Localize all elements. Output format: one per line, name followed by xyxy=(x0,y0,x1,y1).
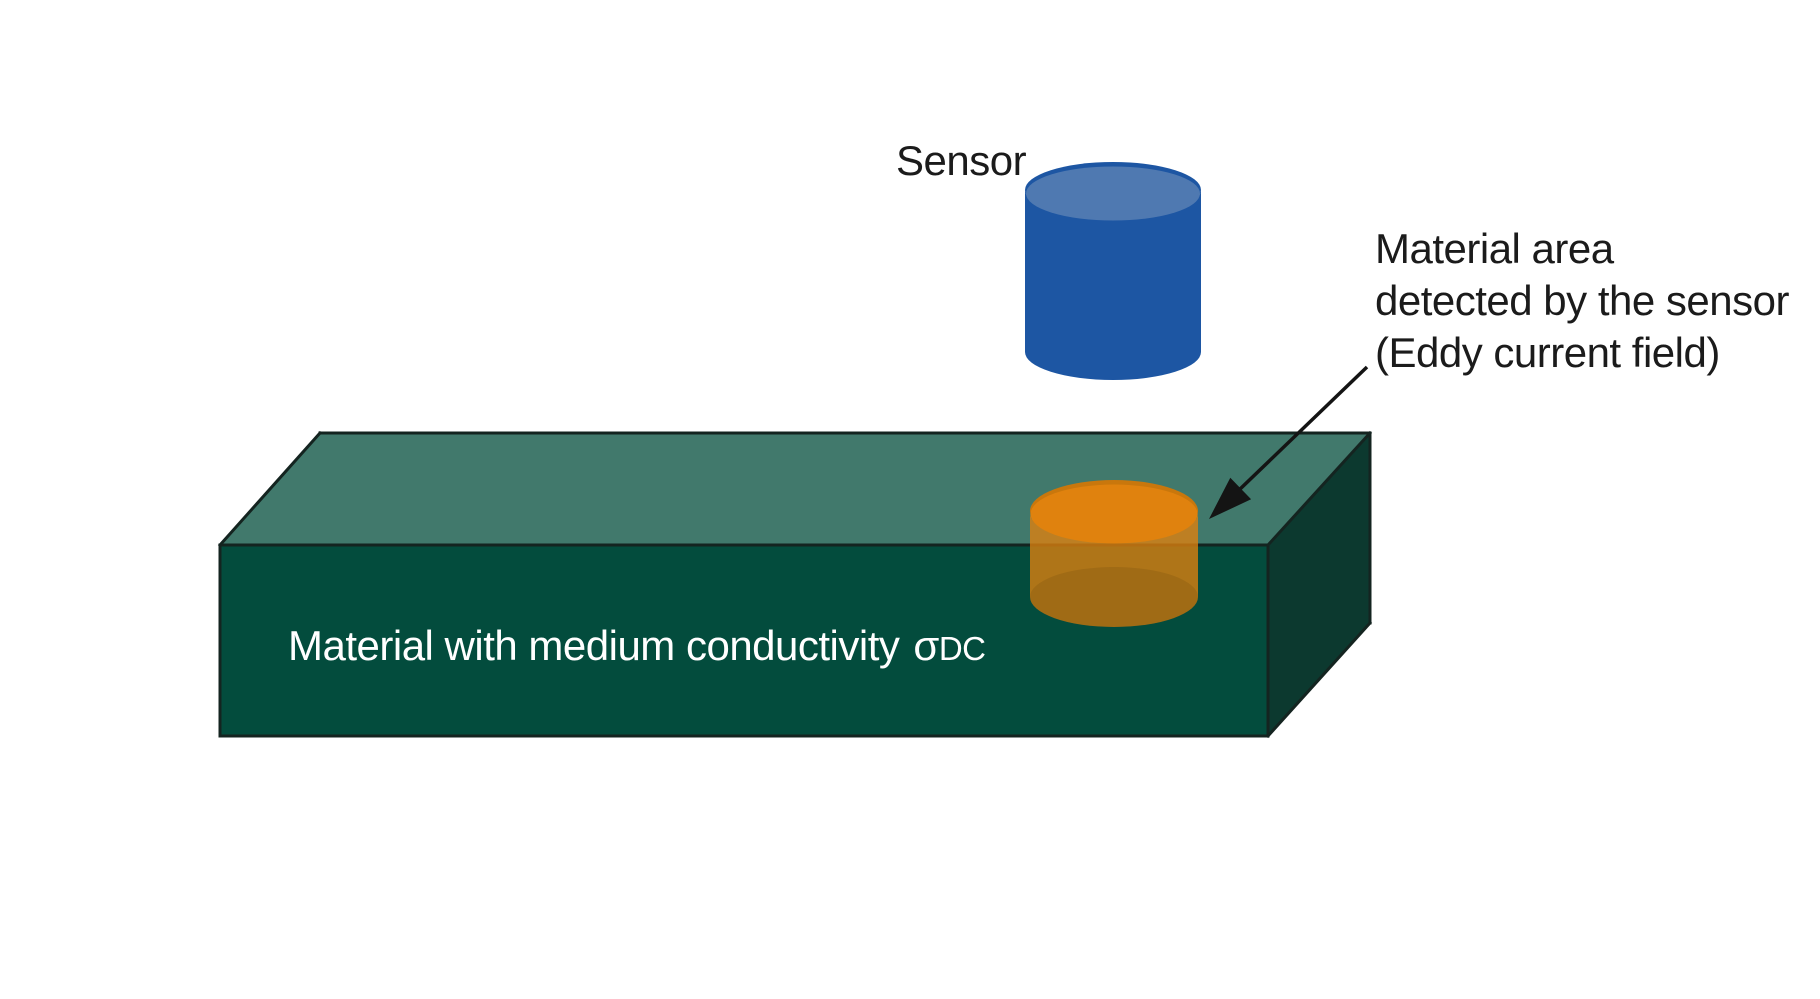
eddy-cylinder-top-face xyxy=(1030,484,1198,544)
sigma-symbol: σ xyxy=(913,622,939,669)
block-edge-right-bottom-slant xyxy=(1265,620,1373,739)
sensor-cylinder xyxy=(1025,162,1201,380)
annotation-line-1: Material area xyxy=(1375,225,1614,272)
annotation-arrow-line xyxy=(1236,365,1369,493)
annotation-arrow xyxy=(1209,365,1369,519)
eddy-field-cylinder xyxy=(1030,480,1198,627)
sigma-subscript: DC xyxy=(938,630,986,667)
block-edge-right-top-slant xyxy=(1265,430,1373,548)
sensor-cylinder-top-face xyxy=(1026,166,1200,221)
block-edge-left-slant xyxy=(217,430,323,548)
annotation-line-2: detected by the sensor xyxy=(1375,277,1789,324)
material-label: Material with medium conductivity σDC xyxy=(288,620,986,675)
annotation-line-3: (Eddy current field) xyxy=(1375,329,1720,376)
material-block-front-face xyxy=(220,545,1268,736)
sensor-cylinder-body xyxy=(1025,190,1201,380)
material-block-right-face xyxy=(1268,433,1370,736)
material-block-edges xyxy=(217,430,1373,739)
eddy-cylinder-bottom-shade xyxy=(1030,567,1198,627)
sensor-label: Sensor xyxy=(896,137,1027,184)
annotation-arrowhead-icon xyxy=(1209,477,1252,519)
eddy-cylinder-body xyxy=(1030,513,1198,627)
material-label-text: Material with medium conductivity xyxy=(288,622,900,669)
annotation-text: Material area detected by the sensor (Ed… xyxy=(1375,223,1789,379)
